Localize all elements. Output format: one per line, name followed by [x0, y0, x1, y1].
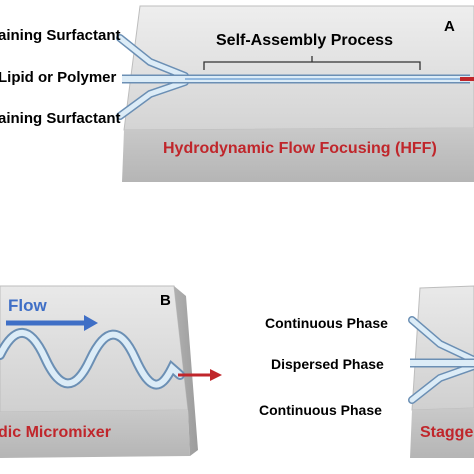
micromixer-chip-front-face — [0, 410, 190, 458]
staggered-inlet-middle-label: Dispersed Phase — [271, 356, 384, 372]
hff-chip-top-surface — [123, 5, 474, 131]
staggered-inlet-bottom-label: Continuous Phase — [259, 402, 382, 418]
micromixer-chip-side-face — [174, 286, 198, 456]
staggered-inlet-top-label: Continuous Phase — [265, 315, 388, 331]
hff-caption: Hydrodynamic Flow Focusing (HFF) — [163, 140, 437, 157]
serpentine-channel — [0, 327, 185, 390]
self-assembly-brace — [203, 56, 421, 70]
hff-inlet-top-label: aining Surfactant — [0, 27, 121, 44]
flow-arrow — [6, 315, 98, 331]
output-arrow — [178, 369, 222, 381]
panel-a-letter: A — [444, 18, 455, 35]
self-assembly-title: Self-Assembly Process — [216, 32, 393, 49]
staggered-channels — [408, 316, 474, 404]
hff-chip-front-face — [122, 128, 474, 182]
hff-inlet-middle-label: Lipid or Polymer — [0, 69, 117, 86]
hff-chip — [122, 5, 474, 182]
micromixer-caption: dic Micromixer — [0, 424, 111, 441]
staggered-chip-front-face — [410, 408, 474, 458]
staggered-caption: Stagge — [420, 424, 474, 441]
hff-inlet-bottom-label: aining Surfactant — [0, 110, 121, 127]
flow-label: Flow — [8, 296, 47, 315]
panel-b-letter: B — [160, 292, 171, 309]
hff-channels — [116, 34, 474, 120]
